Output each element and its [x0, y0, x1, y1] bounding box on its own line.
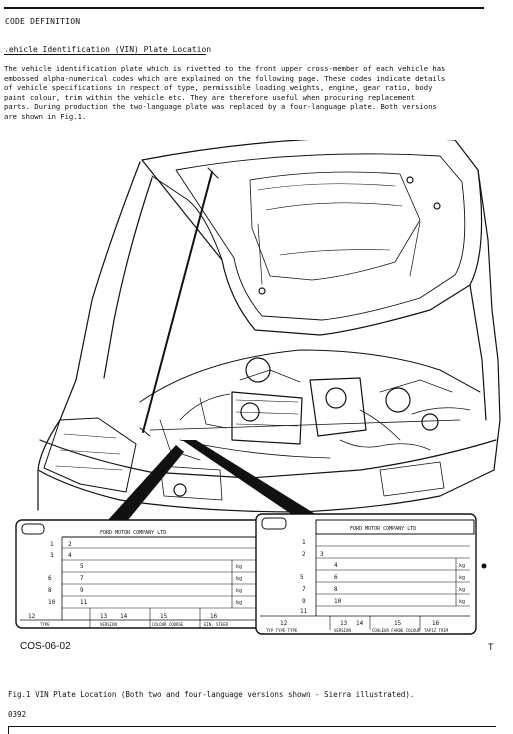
body-line: of vehicle specifications in respect of … [4, 83, 433, 93]
plate-left-field-13: 13 [100, 613, 108, 620]
figure-code: COS-06-02 [20, 641, 71, 652]
plate-right-title: FORD MOTOR COMPANY LTD [350, 526, 416, 532]
plate-left-field-14: 14 [120, 613, 128, 620]
plate-right-field-2: 2 [302, 551, 306, 558]
plate-right-field-8: 8 [334, 586, 338, 593]
vin-plate-four-language: FORD MOTOR COMPANY LTD kg kg kg kg 1 2 3… [255, 513, 487, 635]
plate-right-field-6: 6 [334, 574, 338, 581]
plate-left-field-5: 5 [80, 563, 84, 570]
plate-right-field-12: 12 [280, 620, 288, 627]
plate-right-field-1: 1 [302, 539, 306, 546]
plate-right-field-16: 16 [432, 620, 440, 627]
plate-left-field-9: 9 [80, 587, 84, 594]
plate-right-field-11: 11 [300, 608, 308, 615]
bottom-rule-tick [8, 726, 9, 734]
plate-left-field-16: 16 [210, 613, 218, 620]
plate-right-field-9: 9 [302, 598, 306, 605]
document-header: CODE DEFINITION [5, 17, 81, 26]
plate-right-bottom-label: VERSION [334, 628, 351, 633]
body-line: embossed alpha-numerical codes which are… [4, 73, 446, 83]
plate-left-kg-3: kg [236, 588, 242, 594]
plate-left-field-10: 10 [48, 599, 56, 606]
figure-corner-mark: T [488, 642, 494, 652]
plate-left-bottom-label: EIN. STEER [204, 622, 229, 627]
figure-caption: Fig.1 VIN Plate Location (Both two and f… [8, 690, 415, 699]
plate-right-kg-1: kg [459, 563, 465, 569]
plate-left-bottom-label: VERSION [100, 622, 117, 627]
car-engine-bay-drawing [37, 140, 501, 513]
plate-left-bottom-label: COLOUR COURSE [152, 622, 184, 627]
section-heading-underline [4, 54, 206, 55]
plate-left-field-1: 1 [50, 541, 54, 548]
body-line: paint colour, trim within the vehicle et… [4, 92, 416, 102]
plate-right-field-3: 3 [320, 551, 324, 558]
plate-left-kg-2: kg [236, 576, 242, 582]
body-line: The vehicle identification plate which i… [4, 64, 446, 73]
plate-right-kg-3: kg [459, 587, 465, 593]
body-line: are shown in Fig.1. [4, 111, 87, 121]
plate-left-kg-4: kg [236, 600, 242, 606]
plate-left-field-7: 7 [80, 575, 84, 582]
plate-right-field-13: 13 [340, 620, 348, 627]
plate-left-field-4: 4 [68, 552, 72, 559]
plate-right-field-14: 14 [356, 620, 364, 627]
plate-left-field-6: 6 [48, 575, 52, 582]
plate-left-field-3: 3 [50, 552, 54, 559]
vin-plate-two-language: FORD MOTOR COMPANY LTD kg kg kg kg 1 2 3… [15, 519, 263, 629]
plate-left-field-12: 12 [28, 613, 36, 620]
plate-left-kg-1: kg [236, 564, 242, 570]
plate-right-kg-2: kg [459, 575, 465, 581]
plate-right-bottom-label: TAPIZ TRIM [424, 628, 449, 633]
plate-right-field-4: 4 [334, 562, 338, 569]
plate-left-field-2: 2 [68, 541, 72, 548]
plate-right-bottom-label: TYP TYPE TYPE [266, 628, 298, 633]
plate-right-field-15: 15 [394, 620, 402, 627]
plate-right-field-7: 7 [302, 586, 306, 593]
plate-left-title: FORD MOTOR COMPANY LTD [100, 530, 166, 536]
plate-pointer-lines [108, 440, 325, 520]
plate-right-kg-4: kg [459, 599, 465, 605]
top-rule [4, 7, 484, 9]
bottom-rule [8, 726, 496, 727]
body-paragraph: The vehicle identification plate which i… [4, 64, 490, 122]
plate-left-field-8: 8 [48, 587, 52, 594]
plate-left-field-15: 15 [160, 613, 168, 620]
body-line: parts. During production the two-languag… [4, 102, 437, 112]
plate-left-field-11: 11 [80, 599, 88, 606]
section-heading: .ehicle Identification (VIN) Plate Locat… [4, 45, 212, 54]
plate-right-field-10: 10 [334, 598, 342, 605]
vehicle-illustration: FORD MOTOR COMPANY LTD kg kg kg kg 1 2 3… [15, 140, 501, 635]
page-number: 0392 [8, 710, 27, 719]
plate-right-field-5: 5 [300, 574, 304, 581]
plate-left-bottom-label: TYPE [40, 622, 50, 627]
plate-right-bottom-label: COULEUR FARBE COLOUR [372, 628, 421, 633]
